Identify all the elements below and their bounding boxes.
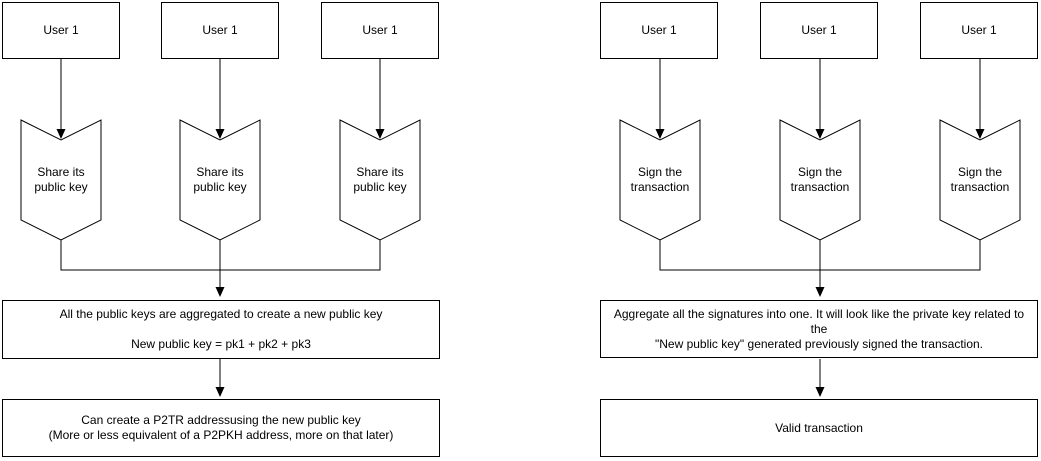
step-banner-label: Share its public key (193, 165, 247, 194)
user-node-label: User 1 (43, 23, 79, 37)
aggregate-keys-box: All the public keys are aggregated to cr… (2, 300, 440, 359)
arrowhead (215, 129, 225, 139)
user-node: User 1 (600, 2, 718, 59)
step-banner-shape (939, 119, 1021, 241)
arrowhead (815, 287, 825, 297)
step-banner-shape (779, 119, 861, 241)
arrowhead (975, 129, 985, 139)
user-node-label: User 1 (961, 23, 997, 37)
step-banner-shape (619, 119, 701, 241)
arrowhead (815, 387, 825, 397)
step-banner-shape (339, 119, 421, 241)
step-banner-label: Share its public key (34, 165, 88, 194)
aggregate-keys-text: All the public keys are aggregated to cr… (59, 307, 383, 351)
step-banner: Share its public key (180, 125, 260, 235)
step-banner-shape (179, 119, 261, 241)
valid-transaction-box: Valid transaction (600, 399, 1038, 457)
p2tr-result-box: Can create a P2TR addressusing the new p… (2, 399, 440, 457)
step-banner: Share its public key (21, 125, 101, 235)
user-node: User 1 (161, 2, 279, 59)
aggregate-signatures-box: Aggregate all the signatures into one. I… (600, 300, 1038, 358)
step-banner-label: Share its public key (353, 165, 407, 194)
step-banner-label: Sign the transaction (630, 165, 690, 194)
user-node-label: User 1 (202, 23, 238, 37)
step-banner: Sign the transaction (780, 125, 860, 235)
user-node-label: User 1 (362, 23, 398, 37)
user-node-label: User 1 (801, 23, 837, 37)
valid-transaction-text: Valid transaction (775, 420, 863, 435)
user-node: User 1 (321, 2, 439, 59)
step-banner: Share its public key (340, 125, 420, 235)
p2tr-result-text: Can create a P2TR addressusing the new p… (48, 413, 394, 442)
step-banner-label: Sign the transaction (790, 165, 850, 194)
arrowhead (815, 129, 825, 139)
step-banner-label: Sign the transaction (950, 165, 1010, 194)
step-banner-shape (20, 119, 102, 241)
step-banner: Sign the transaction (620, 125, 700, 235)
step-banner: Sign the transaction (940, 125, 1020, 235)
arrowhead (215, 387, 225, 397)
user-node: User 1 (920, 2, 1038, 59)
arrowhead (56, 129, 66, 139)
user-node: User 1 (760, 2, 878, 59)
arrowhead (215, 287, 225, 297)
arrowhead (655, 129, 665, 139)
user-node: User 1 (2, 2, 120, 59)
aggregate-signatures-text: Aggregate all the signatures into one. I… (613, 306, 1025, 351)
arrowhead (375, 129, 385, 139)
user-node-label: User 1 (641, 23, 677, 37)
